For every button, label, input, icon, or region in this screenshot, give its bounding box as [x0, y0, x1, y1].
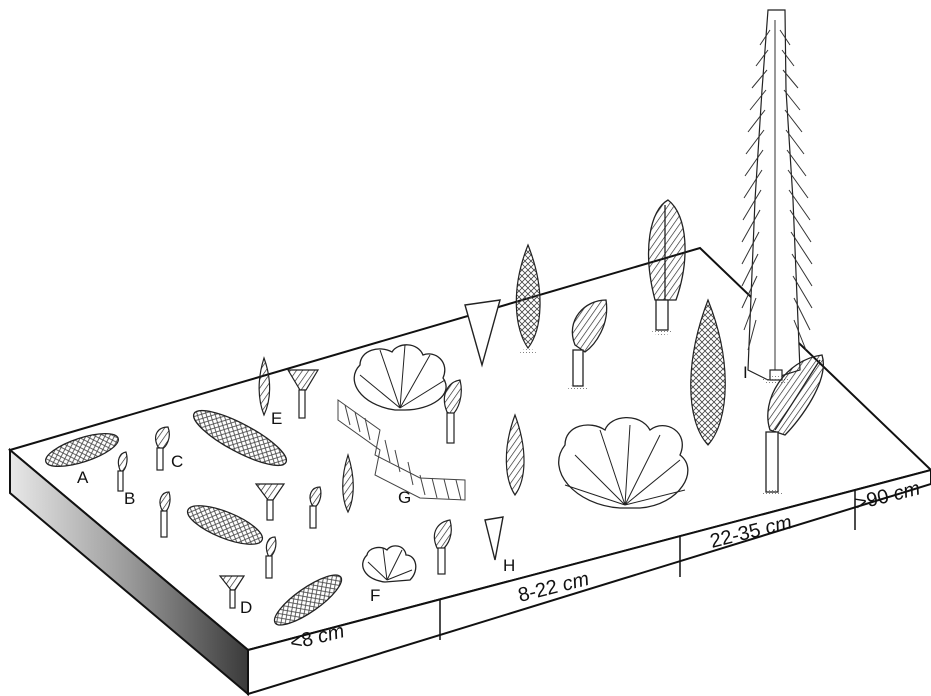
- organism-fan-large: [559, 418, 688, 508]
- taxon-label-g: G: [398, 488, 411, 507]
- organism-fan-medium: [354, 345, 446, 410]
- taxon-label-f: F: [370, 586, 380, 605]
- taxon-label-a: A: [77, 468, 89, 487]
- taxon-label-h: H: [503, 556, 515, 575]
- taxon-label-d: D: [240, 598, 252, 617]
- taxon-label-i: I: [743, 363, 748, 382]
- organism-frond-giant-i: [742, 10, 812, 384]
- taxon-label-c: C: [171, 452, 183, 471]
- taxon-label-e: E: [271, 409, 282, 428]
- taxon-label-b: B: [124, 489, 135, 508]
